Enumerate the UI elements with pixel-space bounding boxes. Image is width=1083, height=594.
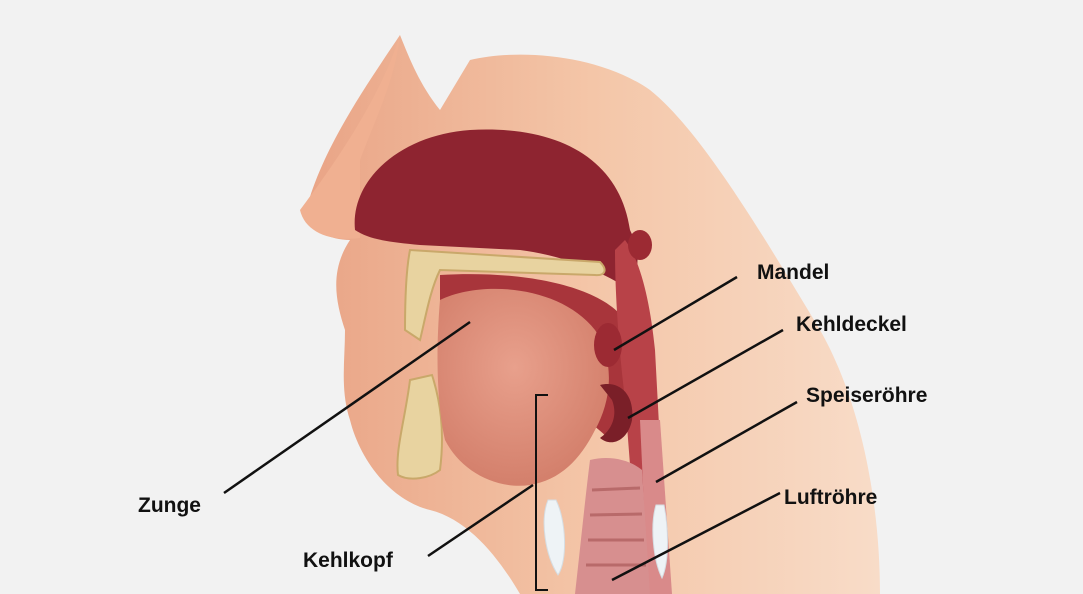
label-kehlkopf: Kehlkopf <box>303 550 393 571</box>
label-speiseroehre: Speiseröhre <box>806 385 927 406</box>
adenoid <box>628 230 652 260</box>
label-mandel: Mandel <box>757 262 829 283</box>
label-luftroehre: Luftröhre <box>784 487 877 508</box>
label-kehldeckel: Kehldeckel <box>796 314 907 335</box>
tonsil <box>594 323 622 367</box>
label-zunge: Zunge <box>138 495 201 516</box>
